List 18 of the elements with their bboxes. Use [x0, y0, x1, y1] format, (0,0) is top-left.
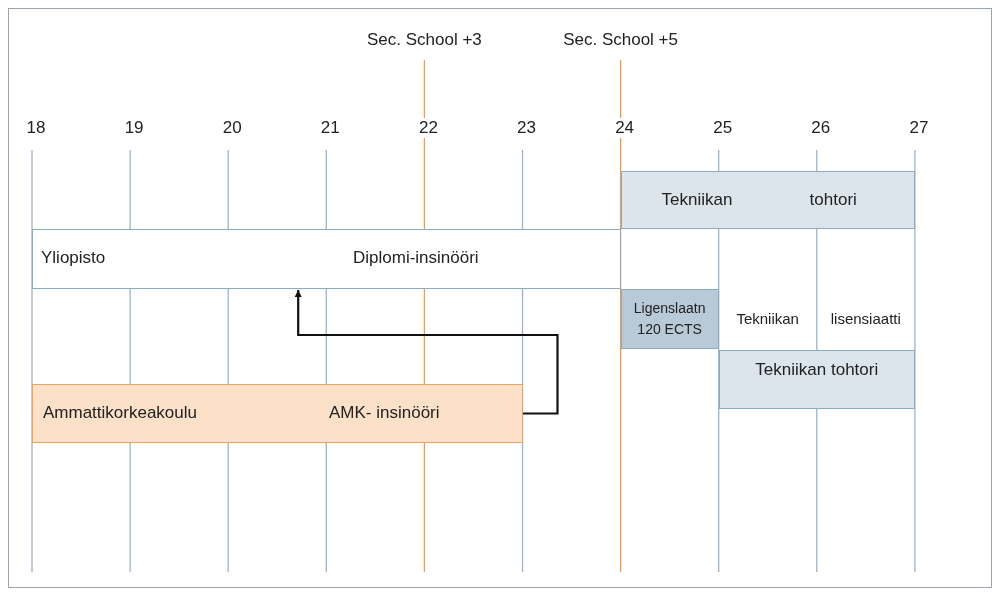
box-text: Tekniikan tohtori: [754, 360, 880, 380]
program-box: [32, 384, 523, 443]
box-text: Tekniikan: [661, 190, 733, 210]
period-label: Tekniikan: [734, 310, 801, 327]
program-box: [620, 289, 719, 349]
program-box: [620, 171, 915, 229]
year-label: 22: [416, 118, 440, 138]
arrow: [294, 290, 559, 415]
year-label: 24: [613, 118, 637, 138]
box-text: Yliopisto: [41, 248, 106, 268]
box-text: tohtori: [809, 190, 857, 210]
box-text: Diplomi-insinööri: [353, 248, 479, 268]
program-box: [718, 350, 915, 409]
box-text: Ammattikorkeakoulu: [43, 403, 197, 423]
period-label: lisensiaatti: [828, 310, 903, 327]
box-text: AMK- insinööri: [329, 403, 440, 423]
box-text: Ligenslaatn 120 ECTS: [632, 299, 707, 339]
program-box: [32, 229, 621, 289]
